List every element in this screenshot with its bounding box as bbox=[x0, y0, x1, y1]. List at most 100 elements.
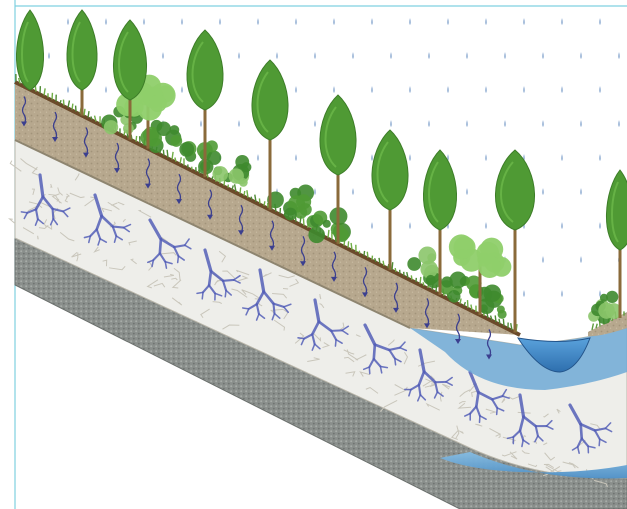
rain-drop bbox=[257, 18, 259, 25]
grass-blade bbox=[258, 198, 261, 204]
flow-vein bbox=[593, 427, 607, 432]
rain-drop bbox=[371, 18, 373, 25]
fracture-line bbox=[153, 282, 166, 288]
grass-blade bbox=[171, 151, 174, 160]
flow-vein bbox=[151, 259, 155, 268]
shrub-leaf-cluster bbox=[207, 150, 222, 165]
rain-drop bbox=[504, 120, 506, 127]
fracture-line bbox=[222, 270, 236, 279]
rain-drop bbox=[466, 120, 468, 127]
flow-vein bbox=[225, 289, 232, 296]
shrub-leaf-cluster bbox=[145, 130, 162, 147]
rain-drop bbox=[466, 188, 468, 195]
flow-vein bbox=[176, 255, 180, 264]
fracture-line bbox=[69, 192, 85, 199]
shrub-leaf-cluster bbox=[308, 226, 326, 244]
flow-vein bbox=[409, 383, 420, 391]
flow-vein bbox=[518, 429, 525, 442]
fracture-line bbox=[590, 423, 601, 430]
rain-drop bbox=[67, 18, 69, 25]
flow-vein bbox=[88, 235, 92, 244]
flow-vein bbox=[255, 290, 266, 306]
fracture-line bbox=[355, 334, 361, 338]
fracture-line bbox=[425, 402, 440, 411]
rain-drop bbox=[599, 154, 601, 161]
flow-vein bbox=[62, 207, 71, 213]
flow-vein bbox=[468, 370, 481, 394]
flow-vein bbox=[408, 388, 412, 397]
shrub-leaf-cluster bbox=[425, 274, 436, 285]
flow-vein bbox=[394, 357, 402, 363]
rain-drop bbox=[409, 154, 411, 161]
infiltration-arrow bbox=[455, 313, 461, 343]
flow-vein bbox=[300, 337, 305, 346]
tree-trunk bbox=[203, 70, 207, 178]
flow-vein bbox=[368, 357, 375, 369]
rain-drop bbox=[542, 120, 544, 127]
fracture-line bbox=[387, 339, 395, 346]
fracture-line bbox=[459, 389, 471, 398]
flow-vein bbox=[183, 238, 190, 247]
rain-drop bbox=[314, 120, 316, 127]
flow-vein bbox=[341, 325, 350, 332]
tree bbox=[113, 19, 147, 140]
rain-drop bbox=[105, 86, 107, 93]
flow-vein bbox=[335, 338, 343, 344]
fracture-line bbox=[394, 386, 408, 396]
infiltration-arrow bbox=[393, 282, 399, 312]
flow-vein bbox=[41, 195, 54, 211]
flow-vein bbox=[579, 422, 584, 440]
fracture-line bbox=[365, 386, 379, 394]
groundwater-pool bbox=[440, 452, 627, 479]
rain-drop bbox=[295, 86, 297, 93]
flow-vein bbox=[313, 298, 321, 324]
rain-drop bbox=[371, 86, 373, 93]
grass-blade bbox=[62, 99, 65, 106]
flow-vein bbox=[521, 439, 524, 448]
flow-vein bbox=[209, 269, 225, 283]
infiltration-arrow bbox=[207, 189, 213, 219]
fracture-line bbox=[101, 207, 113, 213]
grass-blade bbox=[197, 169, 201, 174]
fracture-line bbox=[417, 360, 436, 367]
bush-canopy bbox=[480, 237, 504, 261]
rain-drop bbox=[580, 52, 582, 59]
rain-drop bbox=[143, 18, 145, 25]
fracture-line bbox=[441, 383, 451, 390]
infiltration-arrow bbox=[176, 173, 182, 203]
flow-vein bbox=[93, 193, 104, 218]
rain-drop bbox=[599, 86, 601, 93]
rain-drop bbox=[466, 52, 468, 59]
flow-vein bbox=[173, 244, 186, 249]
infiltration-arrow bbox=[52, 111, 58, 141]
flow-vein bbox=[34, 208, 39, 221]
fracture-line bbox=[173, 267, 181, 281]
flow-vein bbox=[418, 348, 426, 374]
fracture-line bbox=[93, 246, 100, 253]
rain-drop bbox=[542, 188, 544, 195]
grass-blade bbox=[363, 250, 366, 256]
bush-trunk bbox=[146, 95, 150, 149]
fracture-line bbox=[37, 235, 39, 240]
grass-blade bbox=[250, 196, 253, 200]
fracture-line bbox=[403, 351, 409, 365]
grass-blade bbox=[59, 99, 62, 104]
bush-trunk bbox=[478, 255, 482, 315]
rain-drop bbox=[523, 290, 525, 297]
shrub-leaf-cluster bbox=[427, 253, 437, 263]
shrub-leaf-cluster bbox=[407, 257, 422, 271]
infiltration-arrowhead bbox=[362, 292, 368, 298]
flow-vein bbox=[475, 405, 481, 417]
fracture-line bbox=[508, 395, 520, 400]
flow-vein bbox=[576, 437, 583, 448]
fracture-line bbox=[241, 289, 254, 295]
tree-trunk bbox=[618, 210, 622, 318]
fracture-line bbox=[471, 390, 479, 398]
shrub-leaf-cluster bbox=[212, 166, 229, 182]
tree-canopy bbox=[371, 129, 409, 211]
rain-drop bbox=[219, 18, 221, 25]
flow-vein bbox=[317, 320, 333, 333]
infiltration-arrowhead bbox=[424, 323, 430, 329]
tree-canopy-highlight bbox=[191, 41, 204, 103]
